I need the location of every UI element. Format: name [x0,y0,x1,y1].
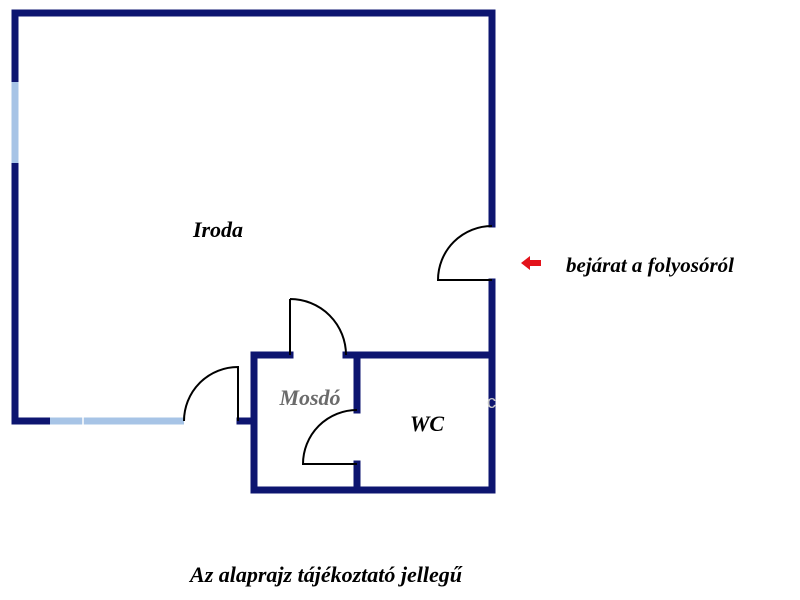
door-washroom [289,298,347,356]
doors [183,225,493,465]
room-label-office: Iroda [192,217,243,242]
door-entrance [436,225,493,281]
room-label-washroom: Mosdó [278,385,340,410]
arrow-left-icon [521,256,541,270]
room-label-wc: WC [410,411,445,436]
footer-note: Az alaprajz tájékoztató jellegű [188,562,463,587]
door-office-bottom [183,365,239,422]
door-wc [301,409,358,465]
watermark-fragment: c [487,392,496,412]
walls [11,9,496,494]
windows [11,82,184,425]
entrance-label: bejárat a folyosóról [566,253,734,277]
